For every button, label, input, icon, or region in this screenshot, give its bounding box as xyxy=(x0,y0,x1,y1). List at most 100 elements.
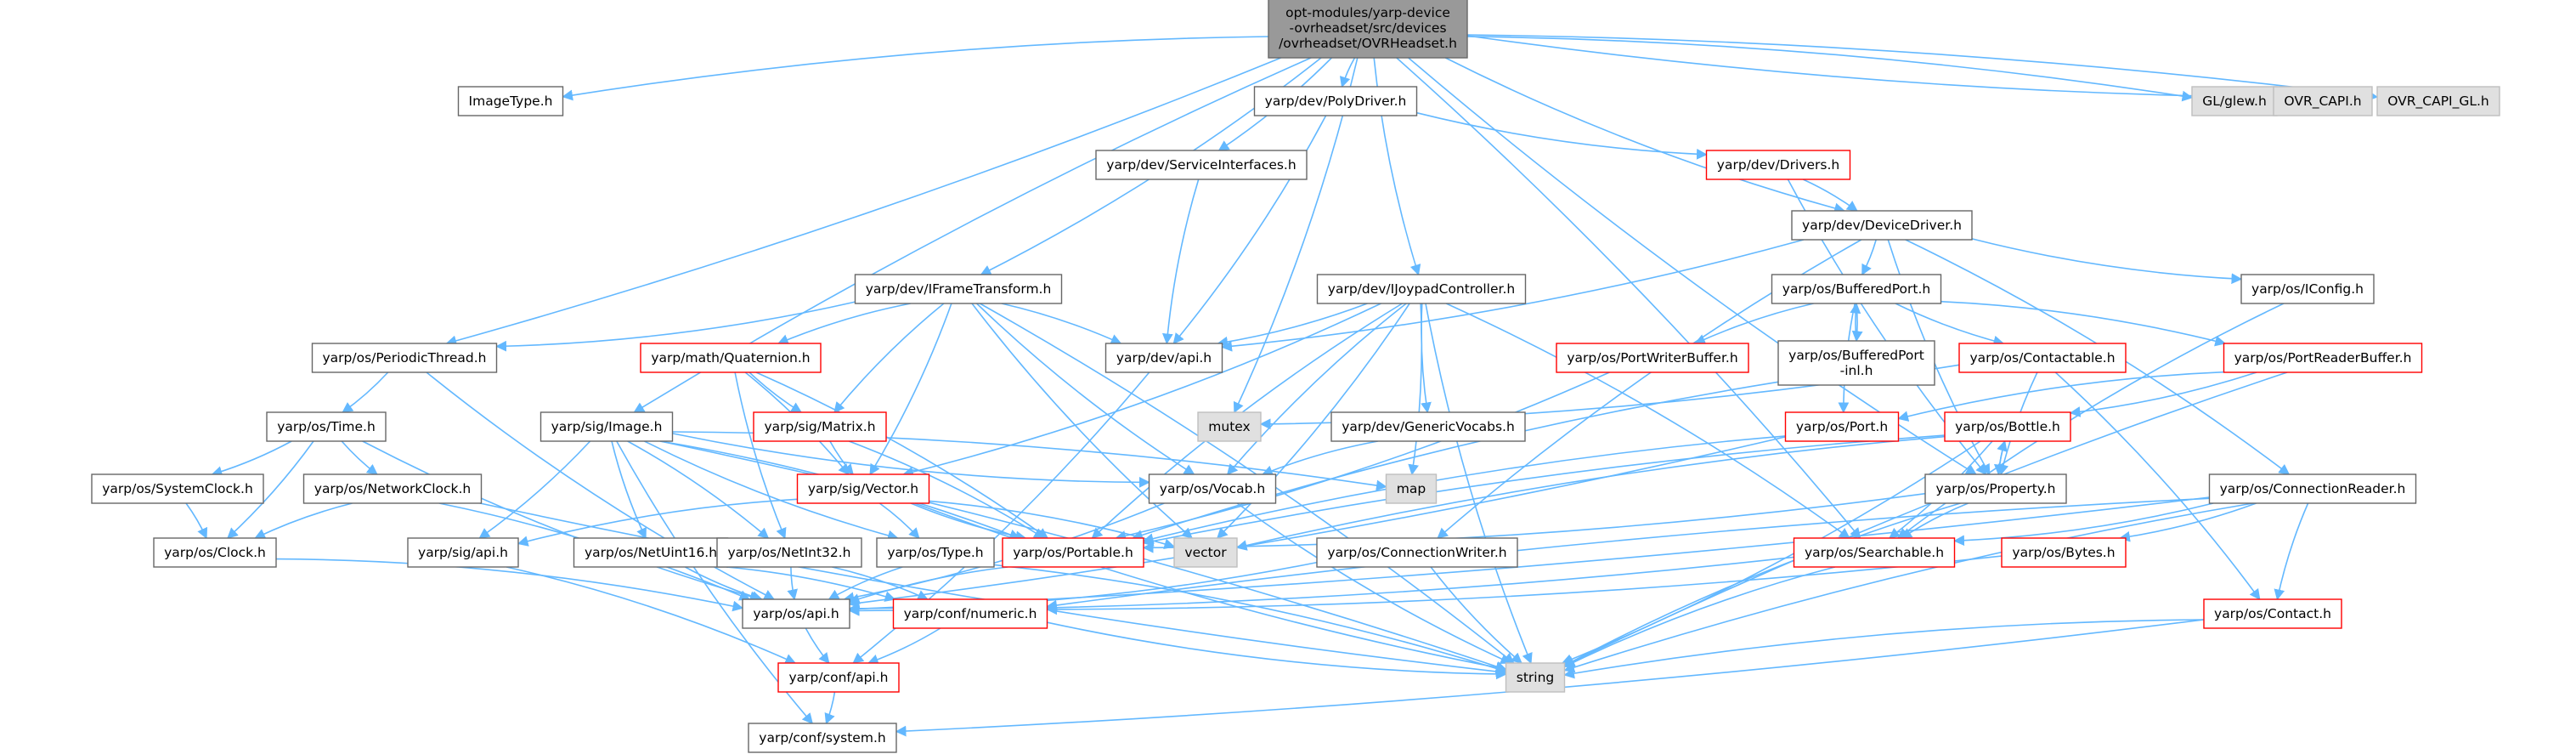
edge-portreaderbuffer-to-string xyxy=(1563,371,2288,666)
edge-bottle-to-vector xyxy=(1235,435,1946,551)
node-serviceinterfaces[interactable]: yarp/dev/ServiceInterfaces.h xyxy=(1095,150,1308,180)
node-box xyxy=(539,411,674,442)
node-devapi[interactable]: yarp/dev/api.h xyxy=(1104,343,1223,373)
node-string: string xyxy=(1505,662,1566,693)
node-systemclock[interactable]: yarp/os/SystemClock.h xyxy=(91,473,264,504)
node-sigvector[interactable]: yarp/sig/Vector.h xyxy=(796,473,930,504)
edge-root-to-ijoypad xyxy=(1373,57,1421,276)
node-map: map xyxy=(1385,473,1438,504)
edge-bytes-to-confnumeric xyxy=(1046,555,2003,615)
edge-port-to-osapi xyxy=(848,436,1786,609)
edge-vocab-to-string xyxy=(1236,502,1512,665)
node-connectionreader[interactable]: yarp/os/ConnectionReader.h xyxy=(2208,473,2417,504)
edge-drivers-to-devicedriver xyxy=(1802,179,1858,212)
node-label: yarp/os/NetUint16.h xyxy=(585,545,717,560)
node-confnumeric[interactable]: yarp/conf/numeric.h xyxy=(892,598,1048,629)
node-bufferedport[interactable]: yarp/os/BufferedPort.h xyxy=(1771,274,1942,304)
node-bufferedportinl[interactable]: yarp/os/BufferedPort-inl.h xyxy=(1777,340,1935,386)
node-time[interactable]: yarp/os/Time.h xyxy=(266,411,387,442)
node-sigmatrix[interactable]: yarp/sig/Matrix.h xyxy=(753,411,887,442)
node-portreaderbuffer[interactable]: yarp/os/PortReaderBuffer.h xyxy=(2223,343,2423,373)
node-netint32[interactable]: yarp/os/NetInt32.h xyxy=(716,537,862,568)
node-box xyxy=(1095,150,1308,180)
node-box xyxy=(1173,537,1238,568)
node-bottle[interactable]: yarp/os/Bottle.h xyxy=(1944,411,2071,442)
node-label: yarp/dev/DeviceDriver.h xyxy=(1802,218,1962,233)
edge-portable-to-osapi xyxy=(848,566,1008,604)
node-connectionwriter[interactable]: yarp/os/ConnectionWriter.h xyxy=(1316,537,1518,568)
edge-netint32-to-confnumeric xyxy=(832,566,929,601)
node-box xyxy=(1944,411,2071,442)
node-label: yarp/os/Property.h xyxy=(1935,481,2055,496)
node-osapi[interactable]: yarp/os/api.h xyxy=(742,598,850,629)
node-box xyxy=(2191,86,2278,116)
edge-polydriver-to-drivers xyxy=(1416,111,1708,160)
node-label: yarp/os/ConnectionWriter.h xyxy=(1327,545,1506,560)
node-devicedriver[interactable]: yarp/dev/DeviceDriver.h xyxy=(1791,210,1973,241)
node-vocab[interactable]: yarp/os/Vocab.h xyxy=(1148,473,1277,504)
edge-time-to-networkclock xyxy=(341,440,378,475)
node-box xyxy=(1330,411,1526,442)
node-sigimage[interactable]: yarp/sig/Image.h xyxy=(539,411,674,442)
node-label: yarp/os/BufferedPort.h xyxy=(1782,281,1930,297)
node-label: GL/glew.h xyxy=(2202,94,2267,109)
edge-bufferedport-to-portreaderbuffer xyxy=(1940,300,2227,347)
node-periodicthread[interactable]: yarp/os/PeriodicThread.h xyxy=(311,343,498,373)
node-ijoypad[interactable]: yarp/dev/IJoypadController.h xyxy=(1316,274,1527,304)
node-box xyxy=(2001,537,2127,568)
node-contactable[interactable]: yarp/os/Contactable.h xyxy=(1958,343,2127,373)
node-box xyxy=(1148,473,1277,504)
node-drivers[interactable]: yarp/dev/Drivers.h xyxy=(1705,150,1851,180)
edge-serviceinterfaces-to-devapi xyxy=(1161,179,1200,345)
node-portable[interactable]: yarp/os/Portable.h xyxy=(1002,537,1144,568)
node-label: OVR_CAPI.h xyxy=(2284,94,2361,110)
node-box xyxy=(1771,274,1942,304)
node-label: ImageType.h xyxy=(469,94,553,109)
node-contact[interactable]: yarp/os/Contact.h xyxy=(2203,598,2342,629)
node-iframetransform[interactable]: yarp/dev/IFrameTransform.h xyxy=(854,274,1063,304)
node-label: yarp/dev/PolyDriver.h xyxy=(1265,94,1407,109)
node-box xyxy=(854,274,1063,304)
node-label: yarp/dev/ServiceInterfaces.h xyxy=(1106,157,1296,173)
node-clock[interactable]: yarp/os/Clock.h xyxy=(153,537,277,568)
edge-root-to-periodicthread xyxy=(445,57,1282,347)
node-label: yarp/os/ConnectionReader.h xyxy=(2220,481,2406,496)
node-portwriterbuffer[interactable]: yarp/os/PortWriterBuffer.h xyxy=(1556,343,1749,373)
node-genericvocabs[interactable]: yarp/dev/GenericVocabs.h xyxy=(1330,411,1526,442)
node-root[interactable]: opt-modules/yarp-device-ovrheadset/src/d… xyxy=(1268,0,1468,59)
node-confapi[interactable]: yarp/conf/api.h xyxy=(777,662,900,693)
node-label: string xyxy=(1517,670,1555,685)
node-property[interactable]: yarp/os/Property.h xyxy=(1924,473,2067,504)
node-searchable[interactable]: yarp/os/Searchable.h xyxy=(1793,537,1956,568)
node-box xyxy=(153,537,277,568)
node-box xyxy=(91,473,264,504)
edge-root-to-glew xyxy=(1466,36,2194,102)
node-box xyxy=(407,537,519,568)
node-box xyxy=(796,473,930,504)
node-netuint16[interactable]: yarp/os/NetUint16.h xyxy=(573,537,729,568)
node-polydriver[interactable]: yarp/dev/PolyDriver.h xyxy=(1253,86,1418,116)
edge-sigimage-to-netuint16 xyxy=(611,440,647,540)
node-label: -ovrheadset/src/devices xyxy=(1289,20,1446,36)
node-imagetype[interactable]: ImageType.h xyxy=(457,86,564,116)
edge-port-to-portable xyxy=(1142,435,1786,544)
edge-time-to-systemclock xyxy=(211,440,292,477)
edge-property-to-portable xyxy=(1142,492,1926,553)
node-box xyxy=(2223,343,2423,373)
edge-iframetransform-to-quaternion xyxy=(777,303,911,345)
edge-sigmatrix-to-sigvector xyxy=(829,440,854,475)
node-ostype[interactable]: yarp/os/Type.h xyxy=(876,537,995,568)
node-quaternion[interactable]: yarp/math/Quaternion.h xyxy=(640,343,822,373)
node-label: opt-modules/yarp-device xyxy=(1285,5,1450,20)
node-sigapi[interactable]: yarp/sig/api.h xyxy=(407,537,519,568)
edge-contactable-to-contact xyxy=(2054,371,2261,601)
node-box xyxy=(1505,662,1566,693)
node-networkclock[interactable]: yarp/os/NetworkClock.h xyxy=(302,473,483,504)
edge-iframetransform-to-periodicthread xyxy=(495,301,856,352)
node-confsystem[interactable]: yarp/conf/system.h xyxy=(748,723,897,753)
node-iconfig[interactable]: yarp/os/IConfig.h xyxy=(2240,274,2375,304)
node-box xyxy=(457,86,564,116)
node-label: yarp/os/BufferedPort xyxy=(1788,348,1924,363)
node-port[interactable]: yarp/os/Port.h xyxy=(1784,411,1900,442)
node-bytes[interactable]: yarp/os/Bytes.h xyxy=(2001,537,2127,568)
